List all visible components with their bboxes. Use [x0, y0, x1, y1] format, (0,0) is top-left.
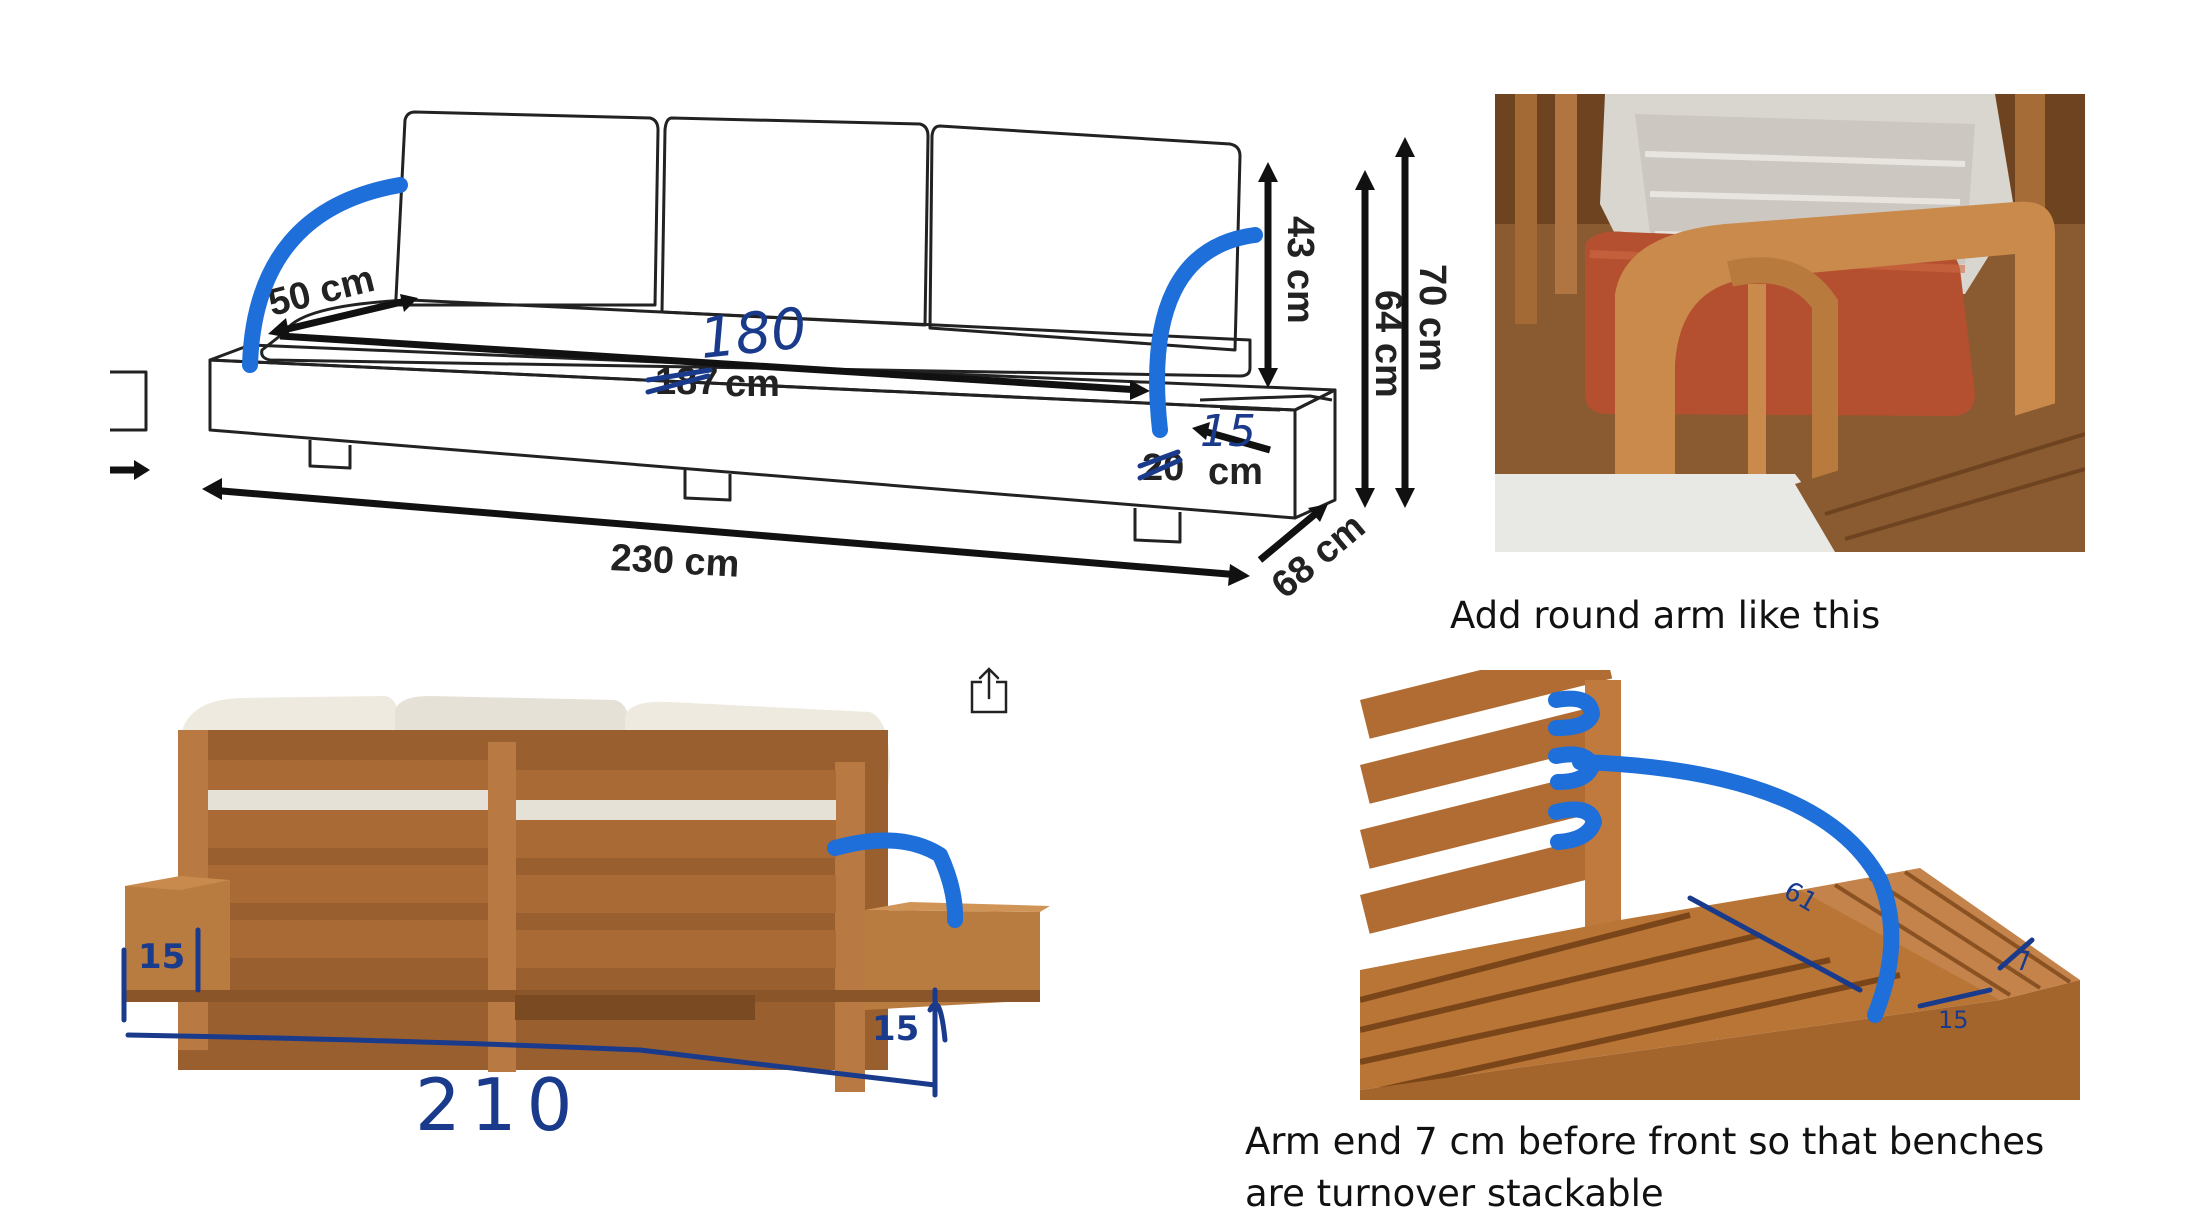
- blue-arm-sketch: [827, 832, 964, 928]
- right-arm-sketch: [1149, 227, 1263, 438]
- inner-length-correction: 180: [697, 296, 810, 372]
- side-width-correction: 15: [1200, 406, 1256, 457]
- sofa-dimension-drawing: 50 cm 187 cm 230 cm 20 cm 68 cm 43 cm 64…: [110, 110, 1453, 607]
- handwritten-dimensions: [121, 927, 948, 1098]
- right-height-annotation: 15: [872, 1009, 919, 1049]
- total-depth-label: 68 cm: [1264, 505, 1374, 606]
- left-height-annotation: 15: [138, 937, 185, 977]
- back-height-label: 43 cm: [1279, 216, 1321, 324]
- total-length-annotation: 210: [415, 1063, 582, 1147]
- table-top: [1495, 394, 2085, 552]
- inner-length-unit-label: cm: [725, 363, 780, 405]
- arm-detail-photo: 61 7 15: [1360, 670, 2080, 1100]
- back-cushions: [394, 110, 1242, 352]
- share-icon[interactable]: [968, 666, 1010, 714]
- bench-seat-slats: [1360, 868, 2080, 1100]
- total-height-label: 70 cm: [1411, 264, 1453, 372]
- seat-height-label: 64 cm: [1367, 290, 1409, 398]
- round-arm-reference-photo: [1495, 94, 2085, 552]
- wood-platform: [125, 876, 1050, 1020]
- seat-cushion: [260, 298, 1252, 378]
- adjacent-module-fragment: [110, 370, 150, 480]
- total-length-label: 230 cm: [610, 537, 741, 586]
- sofa-back-photo: 15 15 210: [121, 696, 1050, 1147]
- left-arm-sketch: [242, 177, 408, 373]
- round-arm-caption: Add round arm like this: [1450, 594, 1881, 637]
- front-gap-annotation: 7: [2015, 947, 2032, 977]
- blue-arm-sketch: [1548, 690, 1900, 1023]
- base-platform: [208, 343, 1337, 544]
- dimension-arrows: [202, 137, 1415, 586]
- stackable-caption: Arm end 7 cm before front so that benche…: [1245, 1120, 2045, 1215]
- side-width-annotation: 15: [1938, 1006, 1969, 1034]
- side-width-unit-label: cm: [1208, 451, 1263, 493]
- strike-marks: [645, 367, 1183, 481]
- handwritten-dimensions: [1687, 895, 2035, 1009]
